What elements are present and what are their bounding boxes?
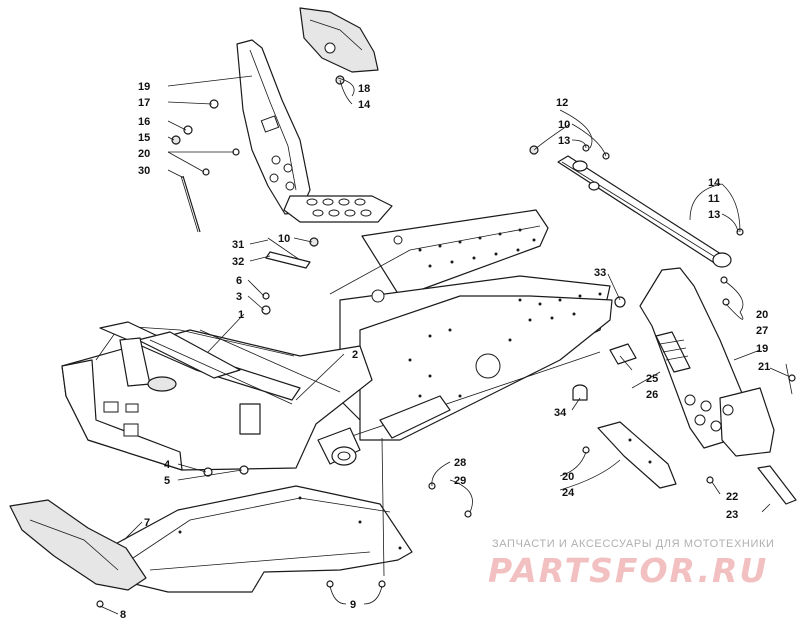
callout-26: 26 bbox=[646, 389, 658, 401]
spindle-boss bbox=[572, 384, 588, 401]
callout-30: 30 bbox=[138, 165, 150, 177]
callout-20-b: 20 bbox=[756, 309, 768, 321]
steering-arm-tube bbox=[557, 155, 732, 268]
callout-2: 2 bbox=[352, 349, 358, 361]
leader-lines bbox=[99, 75, 789, 615]
main-frame bbox=[329, 209, 613, 441]
callout-numbers: 19 17 16 15 20 30 18 14 31 32 10 6 3 1 2… bbox=[120, 81, 770, 621]
front-bulkhead bbox=[61, 321, 373, 471]
callout-24: 24 bbox=[562, 487, 575, 499]
callout-5: 5 bbox=[164, 475, 170, 487]
callout-28: 28 bbox=[454, 457, 466, 469]
callout-33: 33 bbox=[594, 267, 606, 279]
fasteners bbox=[96, 75, 796, 608]
callout-9: 9 bbox=[350, 599, 356, 611]
callout-19-b: 19 bbox=[756, 343, 768, 355]
callout-17: 17 bbox=[138, 97, 150, 109]
belly-pan bbox=[107, 485, 413, 593]
callout-25: 25 bbox=[646, 373, 658, 385]
callout-10-b: 10 bbox=[558, 119, 570, 131]
callout-1: 1 bbox=[238, 309, 244, 321]
callout-14-b: 14 bbox=[708, 177, 721, 189]
callout-32: 32 bbox=[232, 256, 244, 268]
watermark-subtitle: ЗАПЧАСТИ И АКСЕССУАРЫ ДЛЯ МОТОТЕХНИКИ bbox=[492, 538, 775, 550]
callout-15: 15 bbox=[138, 132, 150, 144]
callout-31: 31 bbox=[232, 239, 244, 251]
small-bracket bbox=[757, 465, 797, 505]
callout-8: 8 bbox=[120, 609, 126, 621]
callout-29: 29 bbox=[454, 475, 466, 487]
cover-plate bbox=[609, 343, 637, 365]
callout-34: 34 bbox=[554, 407, 567, 419]
watermark-logo: PARTSFOR.RU bbox=[488, 551, 769, 590]
callout-10: 10 bbox=[278, 233, 290, 245]
callout-4: 4 bbox=[164, 459, 171, 471]
callout-16: 16 bbox=[138, 116, 150, 128]
callout-12: 12 bbox=[556, 97, 568, 109]
callout-13: 13 bbox=[558, 135, 570, 147]
callout-27: 27 bbox=[756, 325, 768, 337]
footrest-plate bbox=[283, 195, 393, 223]
right-hoop-bracket bbox=[639, 267, 775, 457]
callout-13-b: 13 bbox=[708, 209, 720, 221]
steering-support bbox=[236, 39, 311, 215]
callout-18: 18 bbox=[358, 83, 370, 95]
callout-20: 20 bbox=[138, 148, 150, 160]
callout-7: 7 bbox=[144, 517, 150, 529]
steering-bracket-casting bbox=[299, 7, 379, 73]
callout-3: 3 bbox=[236, 291, 242, 303]
callout-6: 6 bbox=[236, 275, 242, 287]
lower-strap bbox=[597, 421, 677, 489]
callout-20-c: 20 bbox=[562, 471, 574, 483]
front-tube bbox=[317, 427, 361, 466]
nose-skid-plate bbox=[9, 499, 147, 591]
callout-22: 22 bbox=[726, 491, 738, 503]
callout-11: 11 bbox=[708, 193, 720, 205]
callout-23: 23 bbox=[726, 509, 738, 521]
callout-14: 14 bbox=[358, 99, 371, 111]
callout-21: 21 bbox=[758, 361, 770, 373]
callout-19: 19 bbox=[138, 81, 150, 93]
